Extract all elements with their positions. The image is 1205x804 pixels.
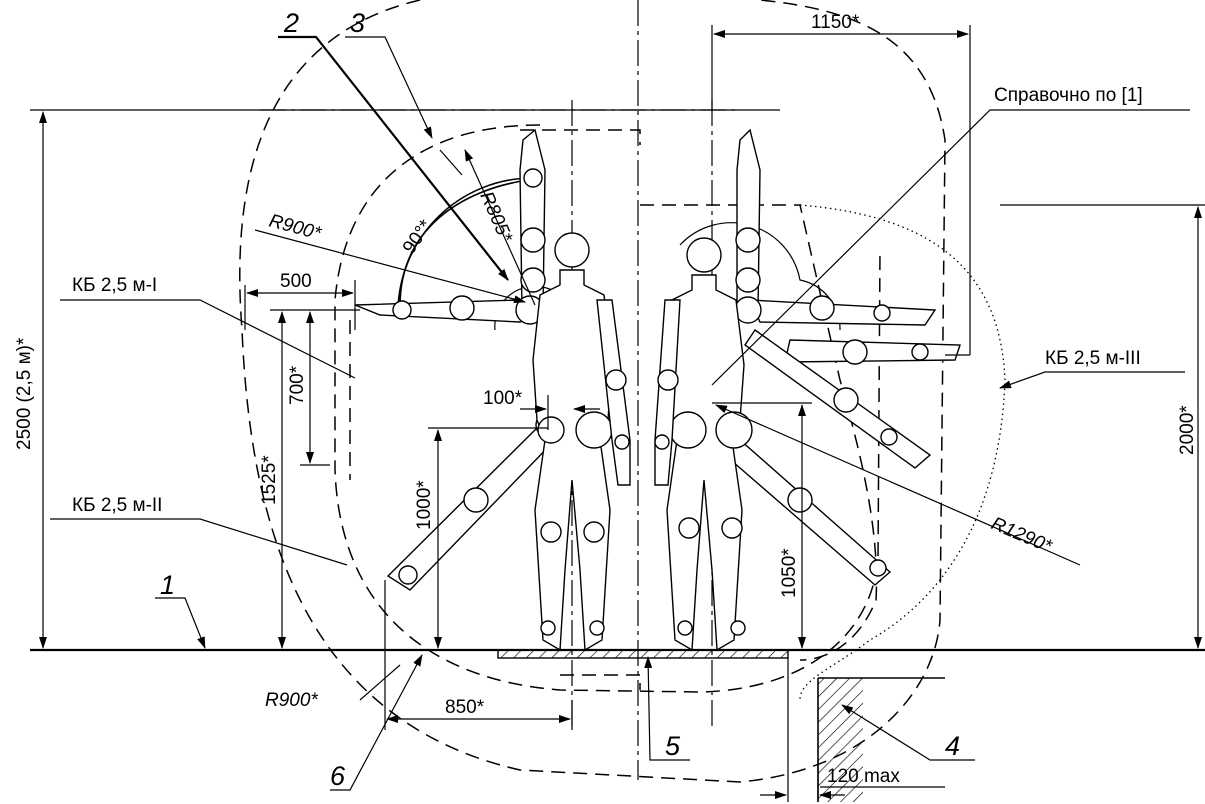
dim-1000-label: 1000* — [414, 480, 435, 530]
hatching-wall-icon — [817, 677, 945, 802]
radius-r900-top-label: R900* — [267, 211, 324, 245]
dim-700-label: 700* — [287, 365, 308, 405]
mannequin-left — [354, 128, 631, 652]
dim-1525-label: 1525* — [259, 455, 280, 505]
dim-2000-label: 2000* — [1177, 405, 1198, 455]
platform-plate — [497, 649, 789, 659]
callout-2-leader — [278, 35, 509, 281]
dim-2500-label: 2500 (2,5 м)* — [14, 337, 35, 450]
kb1-label: КБ 2,5 м-I — [72, 275, 157, 296]
kb2-leader — [50, 518, 348, 566]
leader-angle-90 — [439, 149, 463, 176]
outline-inner-rect — [349, 129, 641, 690]
mannequin-right — [654, 128, 961, 652]
dim-850-label: 850* — [445, 697, 485, 718]
kb3-leader — [999, 371, 1185, 389]
angle-90-label: 90°* — [399, 216, 437, 258]
dim-500-label: 500 — [280, 271, 312, 292]
radius-r1290-label: R1290* — [988, 513, 1055, 557]
leader-r900-top — [254, 229, 526, 304]
outline-kb-iii — [799, 204, 1006, 701]
ref-leader — [711, 109, 1190, 386]
callout-5: 5 — [665, 731, 681, 761]
callout-1-leader — [155, 597, 206, 649]
callout-1: 1 — [160, 570, 175, 600]
dim-1050-label: 1050* — [779, 548, 800, 598]
reference-label: Справочно по [1] — [994, 85, 1143, 106]
callout-6: 6 — [330, 761, 346, 791]
outline-kb-ii — [239, 0, 946, 783]
leader-r805 — [464, 149, 536, 306]
leader-r900-bottom — [359, 664, 401, 701]
callout-6-leader — [330, 654, 423, 791]
dim-120-label: 120 max — [827, 766, 900, 787]
callout-3: 3 — [350, 8, 365, 38]
radius-r900-bottom-label: R900* — [265, 690, 318, 711]
callout-4: 4 — [945, 731, 960, 761]
kb1-leader — [60, 299, 356, 379]
callout-4-leader — [841, 704, 975, 761]
kb2-label: КБ 2,5 м-II — [72, 495, 162, 516]
callout-3-leader — [345, 36, 433, 139]
kb3-label: КБ 2,5 м-III — [1045, 348, 1141, 369]
radius-r805-label: R805* — [475, 188, 516, 245]
dim-100-label: 100* — [483, 388, 523, 409]
leader-r1290 — [715, 404, 1081, 566]
callout-5-leader — [644, 656, 690, 761]
arc-90deg — [399, 179, 529, 307]
callout-2: 2 — [283, 8, 299, 38]
dim-1150-label: 1150* — [811, 12, 860, 33]
